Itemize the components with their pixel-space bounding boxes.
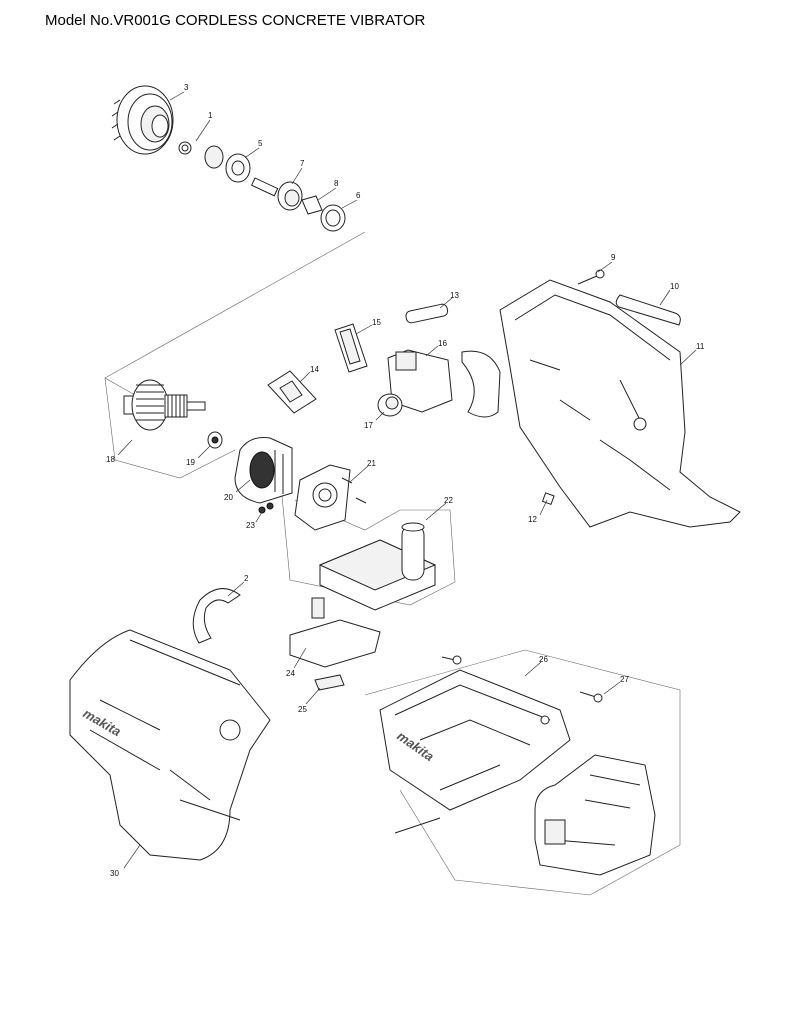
label-part-30: 30 (110, 869, 119, 878)
part-2-bumper[interactable] (192, 588, 241, 644)
label-part-12: 12 (528, 515, 537, 524)
washer[interactable] (204, 145, 224, 169)
label-part-13: 13 (450, 291, 459, 300)
part-9-screw[interactable] (577, 269, 605, 285)
part-12-nut[interactable] (541, 492, 555, 506)
part-24-terminal[interactable] (289, 597, 381, 668)
label-part-8: 8 (334, 179, 339, 188)
label-part-16: 16 (438, 339, 447, 348)
rod[interactable] (394, 817, 441, 834)
part-22-controller[interactable] (318, 522, 437, 611)
part-6-ring[interactable] (320, 204, 346, 232)
label-part-9: 9 (611, 253, 616, 262)
part-8-spacer[interactable] (301, 195, 323, 215)
label-part-25: 25 (298, 705, 307, 714)
part-26-base[interactable]: makita (379, 669, 571, 811)
label-part-14: 14 (310, 365, 319, 374)
part-19-bearing[interactable] (207, 431, 223, 449)
page-title: Model No.VR001G CORDLESS CONCRETE VIBRAT… (45, 12, 426, 29)
part-15-frame[interactable] (334, 323, 368, 373)
arc-strip[interactable] (461, 350, 501, 418)
part-10-strip[interactable] (615, 294, 681, 326)
label-part-19: 19 (186, 458, 195, 467)
label-part-10: 10 (670, 282, 679, 291)
label-part-3: 3 (184, 83, 189, 92)
label-part-20: 20 (224, 493, 233, 502)
part-7-shaft[interactable] (250, 177, 303, 211)
part-25-pad[interactable] (314, 674, 345, 691)
part-11-housing[interactable] (499, 279, 741, 528)
screw-26[interactable] (441, 655, 462, 665)
part-1-ring[interactable] (178, 141, 192, 155)
label-part-6: 6 (356, 191, 361, 200)
label-part-27: 27 (620, 675, 629, 684)
part-13-button[interactable] (405, 303, 449, 324)
part-3-housing[interactable] (111, 85, 174, 155)
part-20-stator[interactable] (234, 437, 293, 504)
label-part-5: 5 (258, 139, 263, 148)
part-labels: 3 1 5 7 8 6 9 10 11 12 13 14 15 16 17 18… (106, 83, 705, 878)
label-part-15: 15 (372, 318, 381, 327)
part-30-main-housing[interactable]: makita (69, 629, 271, 861)
label-part-11: 11 (696, 342, 705, 351)
part-14-plate[interactable] (267, 370, 317, 414)
group-outlines (104, 231, 681, 896)
part-5-bearing[interactable] (225, 153, 251, 183)
part-17-knob[interactable] (377, 393, 403, 417)
part-23-screws[interactable] (258, 502, 274, 514)
label-part-18: 18 (106, 455, 115, 464)
label-part-22: 22 (444, 496, 453, 505)
label-part-24: 24 (286, 669, 295, 678)
battery-pack[interactable] (534, 754, 656, 876)
label-part-2: 2 (244, 574, 249, 583)
part-18-armature[interactable] (123, 379, 206, 431)
label-part-17: 17 (364, 421, 373, 430)
label-part-26: 26 (539, 655, 548, 664)
label-part-1: 1 (208, 111, 213, 120)
part-27-screw[interactable] (579, 691, 603, 703)
part-21-sensor-board[interactable] (294, 464, 367, 531)
leaders (117, 91, 697, 869)
label-part-23: 23 (246, 521, 255, 530)
label-part-7: 7 (300, 159, 305, 168)
label-part-21: 21 (367, 459, 376, 468)
